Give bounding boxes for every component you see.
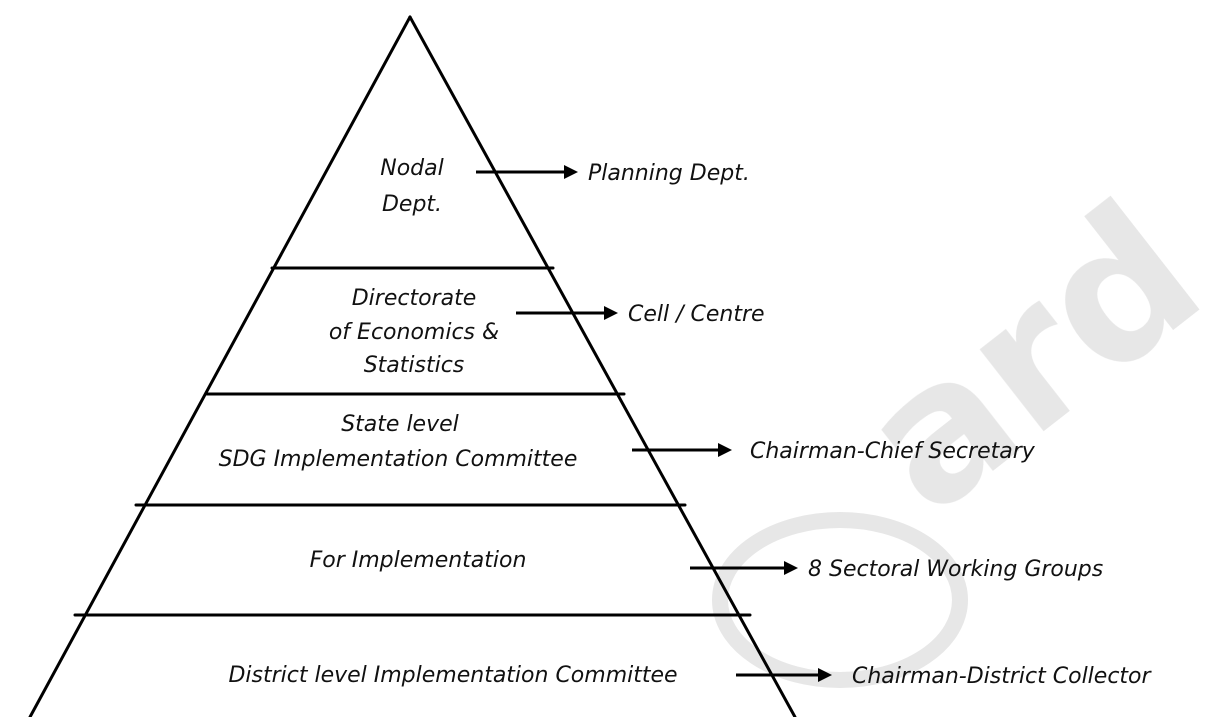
arrow-head <box>564 165 578 179</box>
target-district-collector: Chairman-District Collector <box>852 664 1153 689</box>
tier-state-level-committee: State level SDG Implementation Committee <box>219 412 578 472</box>
watermark-text: ard <box>822 161 1221 556</box>
target-planning-dept: Planning Dept. <box>588 161 750 186</box>
tier-label-line: SDG Implementation Committee <box>219 447 578 472</box>
pyramid-left-edge <box>28 15 412 717</box>
target-chief-secretary: Chairman-Chief Secretary <box>750 439 1036 464</box>
arrow-district-collector <box>736 668 832 682</box>
tier-label-line: Nodal <box>380 156 443 181</box>
arrow-head <box>718 443 732 457</box>
arrow-head <box>784 561 798 575</box>
arrow-cell-centre <box>516 306 618 320</box>
tier-label-line: of Economics & <box>329 320 499 345</box>
watermark-logo: ard <box>712 161 1221 688</box>
tier-label-line: Statistics <box>364 353 465 378</box>
tier-label-line: District level Implementation Committee <box>228 663 677 688</box>
arrow-head <box>604 306 618 320</box>
tier-for-implementation: For Implementation <box>310 548 527 573</box>
arrow-sectoral-groups <box>690 561 798 575</box>
tier-nodal-dept: Nodal Dept. <box>380 156 443 217</box>
arrow-planning-dept <box>476 165 578 179</box>
target-cell-centre: Cell / Centre <box>628 302 765 327</box>
tier-directorate: Directorate of Economics & Statistics <box>329 286 499 378</box>
tier-label-line: Dept. <box>382 192 442 217</box>
tier-district-committee: District level Implementation Committee <box>228 663 677 688</box>
target-sectoral-groups: 8 Sectoral Working Groups <box>808 557 1103 582</box>
arrow-chief-secretary <box>632 443 732 457</box>
watermark-emblem <box>712 512 968 688</box>
tier-label-line: Directorate <box>352 286 477 311</box>
tier-label-line: State level <box>341 412 459 437</box>
pyramid-right-edge <box>408 15 797 717</box>
tier-label-line: For Implementation <box>310 548 527 573</box>
arrow-head <box>818 668 832 682</box>
